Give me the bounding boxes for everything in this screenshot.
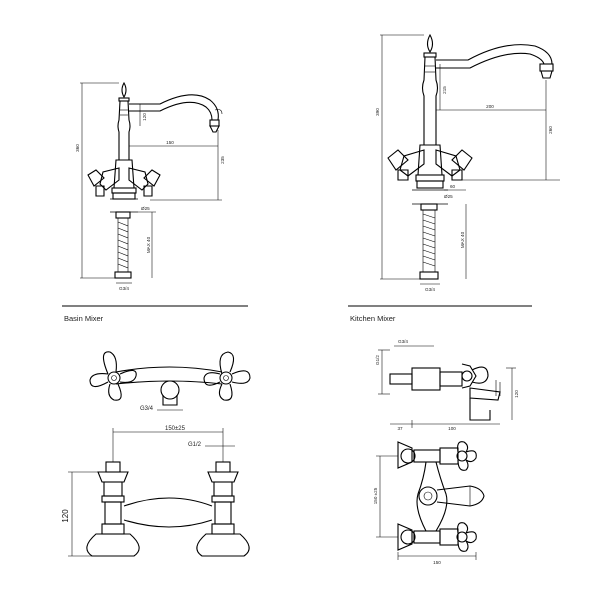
basin-centres-label: 150±25: [165, 426, 186, 432]
basin-plan-left-cross: [89, 351, 137, 401]
basin-plan-right-cross: [203, 351, 251, 401]
basin-plan-view: G3/4: [89, 351, 251, 412]
basin-outlet-height-label: 235: [220, 156, 225, 164]
basin-left-handle: [87, 167, 120, 197]
basin-outlet-label: G1/2: [188, 442, 202, 448]
kitchen-caption: Kitchen Mixer: [350, 314, 396, 323]
basin-right-handle: [128, 167, 161, 197]
kitchen-inlet-a-label: G1/2: [375, 355, 380, 365]
kitchen-spout-drop-label: 215: [442, 86, 447, 94]
kitchen-shank-thread: [422, 210, 436, 272]
kitchen-deck-label: 60: [450, 184, 456, 189]
basin-thread-label: G3/4: [119, 286, 129, 291]
kitchen-side-view: G1/2 G3/4 37 100 120: [375, 339, 519, 431]
basin-caption: Basin Mixer: [64, 314, 104, 323]
basin-max-deck-label: MAX 40: [146, 236, 151, 253]
kitchen-side-height-label: 120: [514, 390, 519, 398]
kitchen-inlet-b-label: G3/4: [398, 339, 408, 344]
kitchen-plan-view: 150 ±25 150: [373, 441, 485, 565]
basin-elevation-view: 150±25 G1/2 120: [61, 426, 250, 557]
basin-front-view: 360 120 150 235 MAX 40 Ø25 G3/4: [75, 81, 225, 291]
kitchen-centres-label: 150 ±25: [373, 487, 378, 504]
kitchen-reach-bottom-label: 100: [448, 426, 456, 431]
kitchen-width-label: 150: [433, 560, 441, 565]
kitchen-left-gap-label: 37: [397, 426, 403, 431]
basin-shank-thread: [117, 218, 129, 272]
kitchen-hole-label: Ø25: [444, 194, 453, 199]
kitchen-outlet-height-label: 260: [548, 126, 553, 134]
kitchen-reach-label: 200: [486, 104, 494, 109]
kitchen-left-handle: [387, 149, 425, 181]
basin-elevation-height-label: 120: [61, 509, 70, 523]
basin-height-label: 360: [75, 144, 80, 152]
basin-reach-label: 150: [166, 140, 174, 145]
basin-spout-drop-label: 120: [142, 113, 147, 121]
kitchen-front-view: 390 215 200 260 60 Ø25 MAX 40 G3/4: [375, 33, 560, 292]
kitchen-max-deck-label: MAX 40: [460, 231, 465, 248]
kitchen-thread-label: G3/4: [425, 287, 435, 292]
basin-plan-inlet-label: G3/4: [140, 406, 154, 412]
basin-hole-label: Ø25: [141, 206, 150, 211]
kitchen-height-label: 390: [375, 108, 380, 116]
